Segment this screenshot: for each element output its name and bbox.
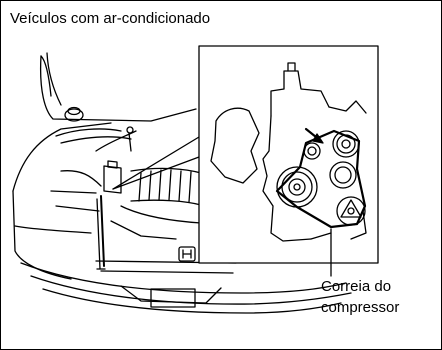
callout-line-2: compressor [321, 299, 400, 316]
callout-line-1: Correia do [321, 278, 392, 295]
tensioner-pulley [329, 161, 357, 189]
callout-label: Correia do compressor [321, 276, 399, 318]
engine-bay [50, 106, 202, 240]
zoom-panel [198, 45, 379, 264]
compressor-belt [275, 129, 367, 229]
diagram-title: Veículos com ar-condicionado [10, 10, 211, 27]
